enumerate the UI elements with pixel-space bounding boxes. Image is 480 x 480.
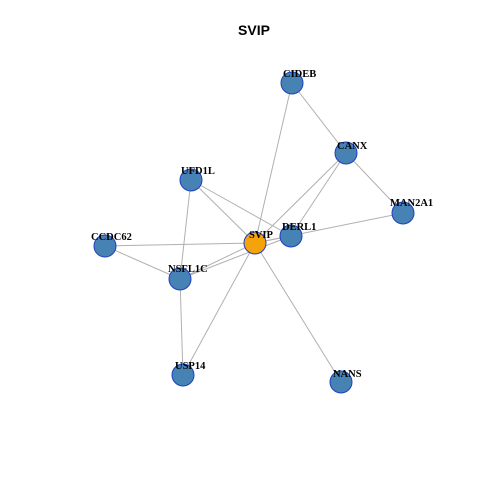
node-circle-cideb[interactable] xyxy=(280,71,304,95)
node-circle-nsfl1c[interactable] xyxy=(168,267,192,291)
node-circle-svip[interactable] xyxy=(243,231,267,255)
edge-svip-nsfl1c xyxy=(179,242,256,280)
node-man2a1[interactable]: MAN2A1 xyxy=(390,198,433,225)
edge-svip-canx xyxy=(254,152,347,244)
node-circle-nans[interactable] xyxy=(329,370,353,394)
node-label-usp14: USP14 xyxy=(175,361,206,372)
node-usp14[interactable]: USP14 xyxy=(171,361,206,387)
edge-svip-ufd1l xyxy=(190,179,256,244)
node-nsfl1c[interactable]: NSFL1C xyxy=(168,264,208,291)
edge-cideb-canx xyxy=(291,82,347,154)
node-circle-ccdc62[interactable] xyxy=(93,234,117,258)
node-circle-usp14[interactable] xyxy=(171,363,195,387)
node-label-ufd1l: UFD1L xyxy=(181,166,215,177)
node-circle-derl1[interactable] xyxy=(279,224,303,248)
edge-svip-nans xyxy=(254,242,342,383)
node-label-svip: SVIP xyxy=(249,230,274,241)
node-circle-man2a1[interactable] xyxy=(391,201,415,225)
node-circle-ufd1l[interactable] xyxy=(179,168,203,192)
node-label-nans: NANS xyxy=(333,369,362,380)
node-svip[interactable]: SVIP xyxy=(243,230,274,255)
node-cideb[interactable]: CIDEB xyxy=(280,69,316,95)
edge-nsfl1c-derl1 xyxy=(179,235,292,280)
node-label-canx: CANX xyxy=(337,141,368,152)
edge-canx-man2a1 xyxy=(345,152,404,214)
node-label-derl1: DERL1 xyxy=(282,222,316,233)
node-label-nsfl1c: NSFL1C xyxy=(168,264,208,275)
node-ccdc62[interactable]: CCDC62 xyxy=(91,232,132,258)
edges-layer xyxy=(104,82,404,383)
node-ufd1l[interactable]: UFD1L xyxy=(179,166,215,192)
edge-svip-usp14 xyxy=(182,242,256,376)
edge-ufd1l-nsfl1c xyxy=(179,179,192,280)
node-nans[interactable]: NANS xyxy=(329,369,362,394)
edge-svip-ccdc62 xyxy=(104,242,256,247)
diagram-title: SVIP xyxy=(238,22,270,38)
edge-ufd1l-derl1 xyxy=(190,179,292,237)
edge-canx-derl1 xyxy=(290,152,347,237)
node-label-man2a1: MAN2A1 xyxy=(390,198,433,209)
node-canx[interactable]: CANX xyxy=(334,141,368,165)
edge-ccdc62-nsfl1c xyxy=(104,245,181,280)
edge-svip-cideb xyxy=(254,82,293,244)
node-label-cideb: CIDEB xyxy=(283,69,316,80)
node-label-ccdc62: CCDC62 xyxy=(91,232,132,243)
node-derl1[interactable]: DERL1 xyxy=(279,222,316,248)
edge-nsfl1c-usp14 xyxy=(179,278,184,376)
node-circle-canx[interactable] xyxy=(334,141,358,165)
